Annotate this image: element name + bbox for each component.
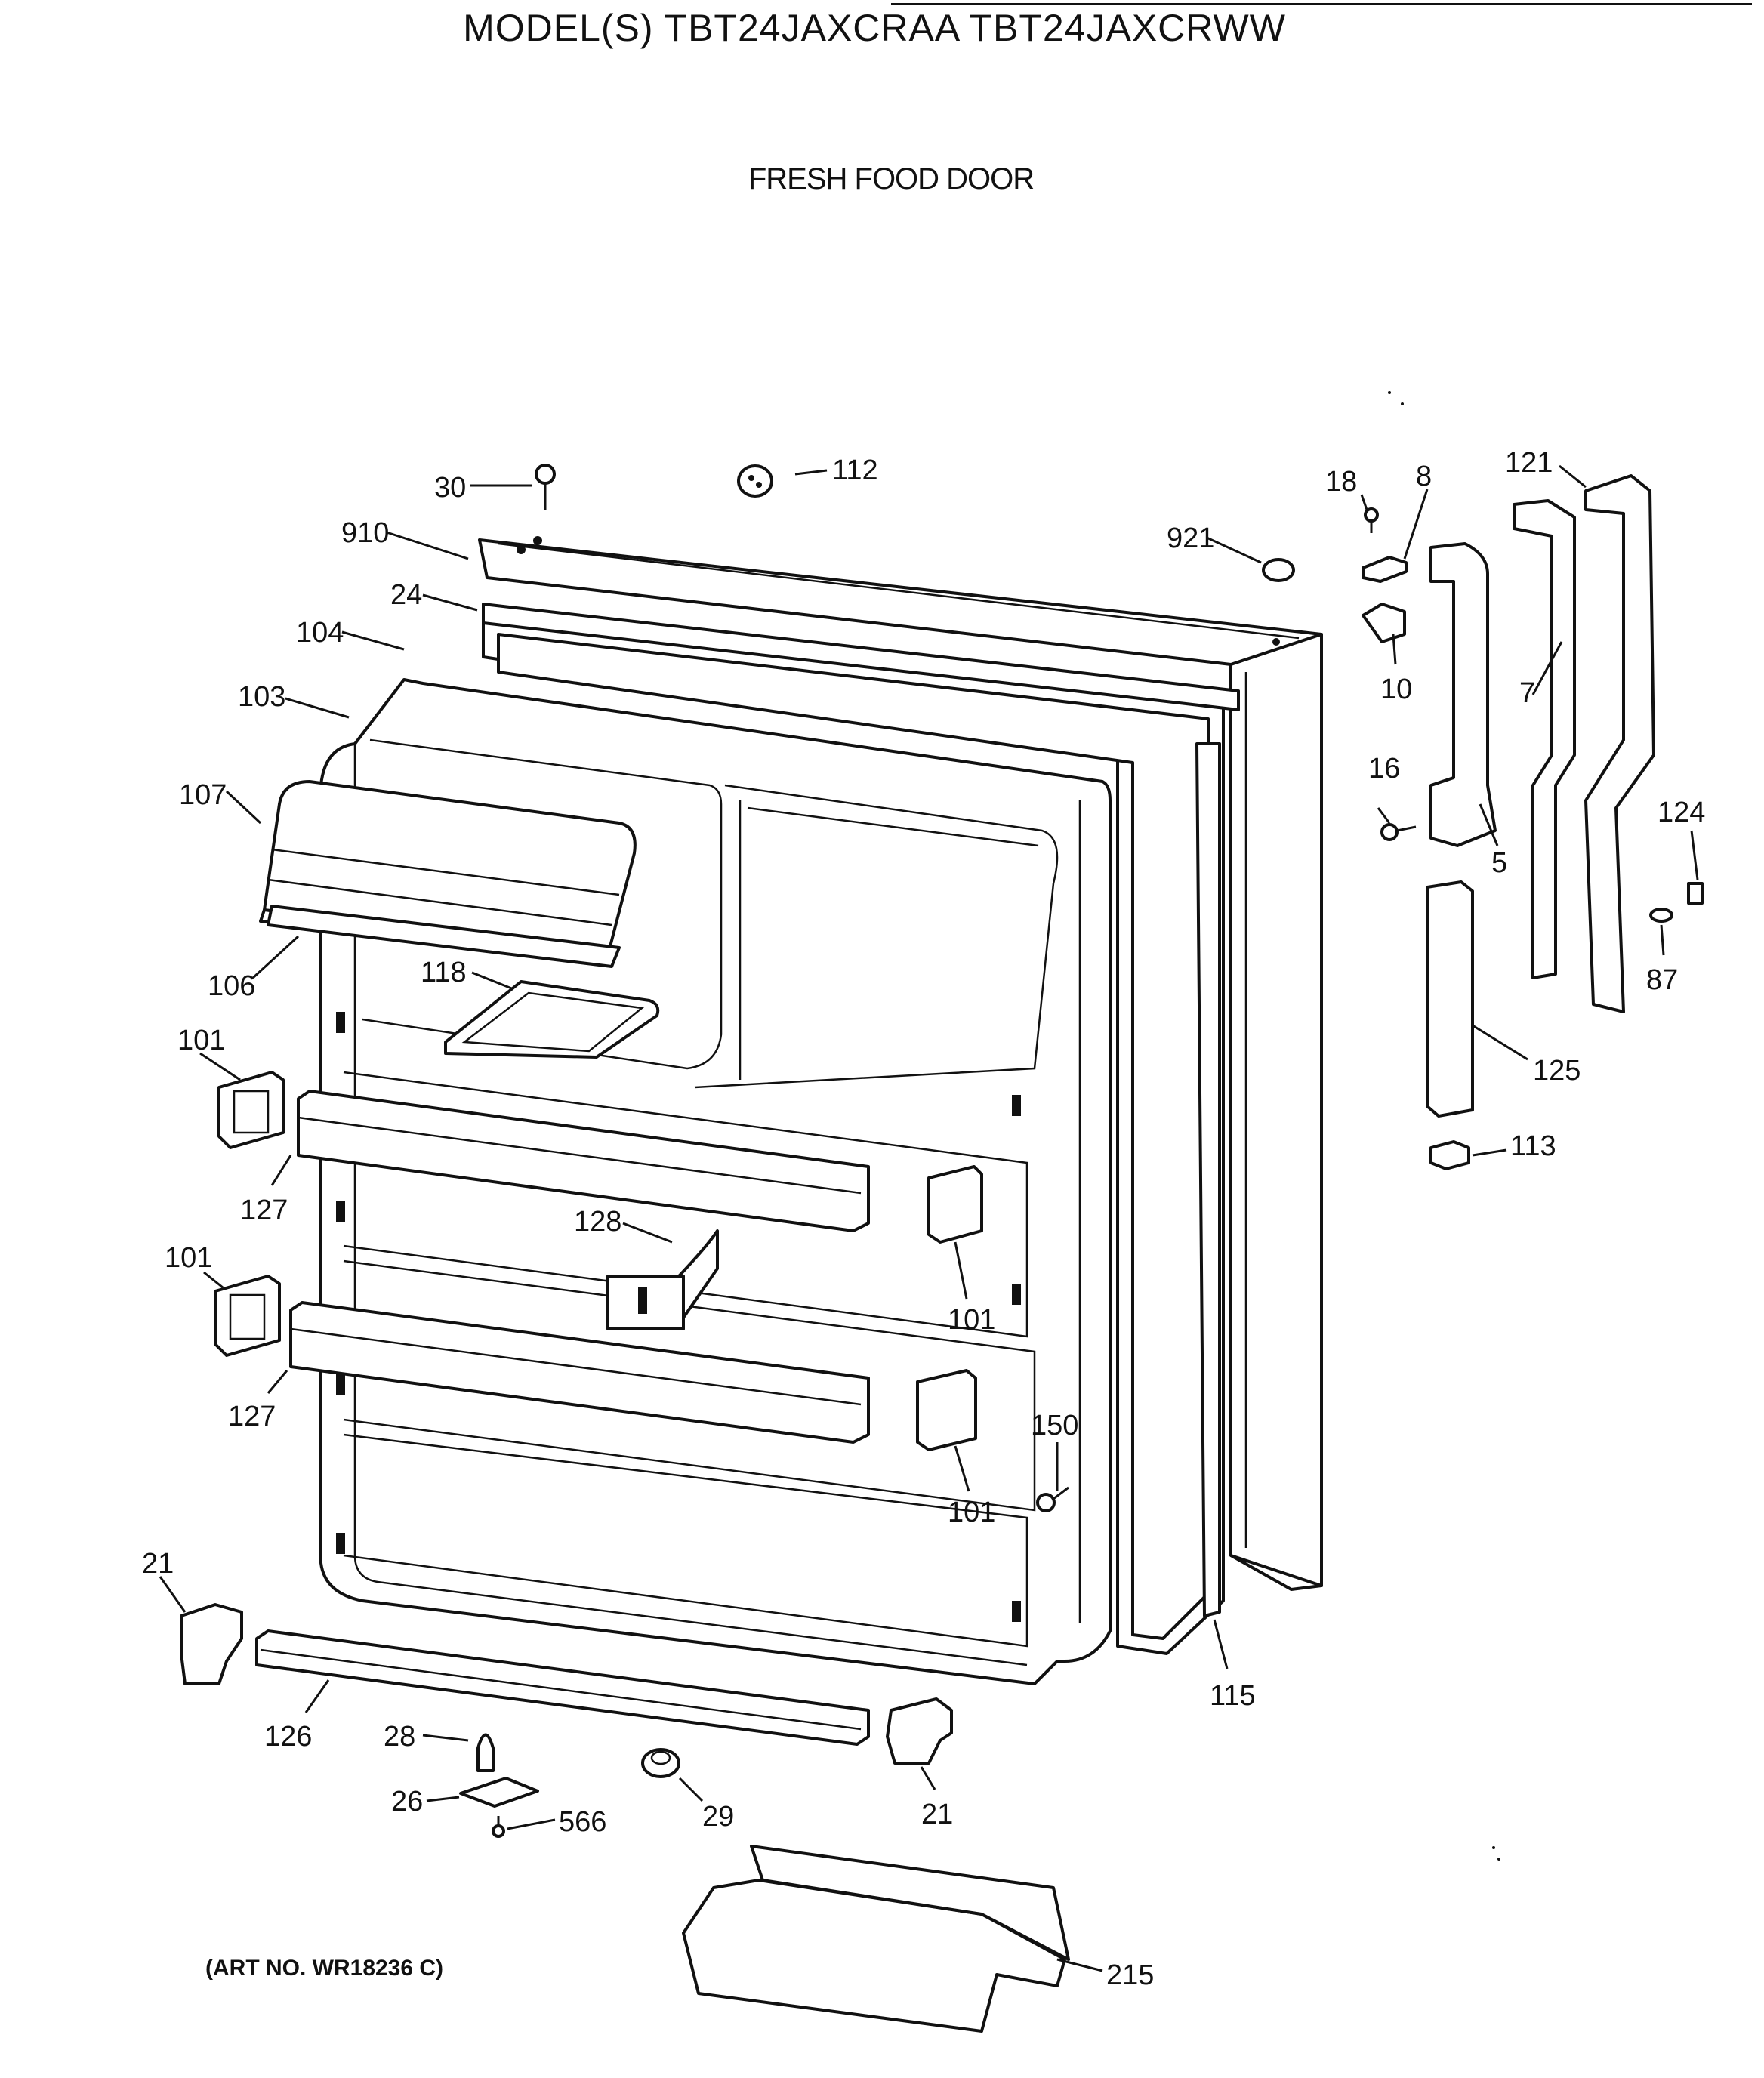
plug-921 <box>1262 558 1295 582</box>
dairy-frame-106 <box>267 905 621 968</box>
model-title: MODEL(S) TBT24JAXCRAA TBT24JAXCRWW <box>0 6 1764 50</box>
callout-101-right-lower: 101 <box>948 1497 995 1528</box>
hinge-plate-8 <box>1362 556 1408 583</box>
callout-127-lower: 127 <box>228 1401 276 1432</box>
callout-112: 112 <box>832 455 878 486</box>
callout-7: 7 <box>1519 677 1535 709</box>
cap-124 <box>1687 882 1704 905</box>
callout-150: 150 <box>1031 1410 1078 1441</box>
callout-16: 16 <box>1368 753 1400 785</box>
screw-18 <box>1364 507 1379 533</box>
egg-tray-118 <box>444 980 660 1059</box>
callout-101-left-upper: 101 <box>177 1025 225 1056</box>
callout-113: 113 <box>1510 1130 1556 1162</box>
spring-87 <box>1649 908 1673 923</box>
callout-18: 18 <box>1325 466 1357 498</box>
callout-labels: 30 112 18 8 121 910 921 24 104 10 103 7 … <box>142 447 1705 1991</box>
callout-30: 30 <box>434 472 466 504</box>
strip-115 <box>1195 742 1221 1617</box>
callout-8: 8 <box>1416 461 1432 492</box>
door-shelf-upper-127 <box>297 1090 870 1232</box>
handle-bracket-121 <box>1584 474 1655 1013</box>
bracket-128 <box>606 1229 719 1330</box>
shelf-retainer-101-right-lower <box>916 1369 977 1451</box>
callout-21-left: 21 <box>142 1548 174 1580</box>
clip-113 <box>1429 1140 1470 1170</box>
shelf-retainer-101-right-upper <box>927 1165 983 1244</box>
callout-28: 28 <box>384 1721 415 1753</box>
art-number: (ART NO. WR18236 C) <box>205 1956 444 1981</box>
outer-door-panel-910 <box>478 536 1323 1591</box>
callout-128: 128 <box>574 1206 621 1238</box>
callout-87: 87 <box>1646 964 1678 996</box>
plug-112 <box>737 464 773 498</box>
door-shelf-lower-127 <box>289 1301 870 1444</box>
callout-126: 126 <box>264 1721 312 1753</box>
callout-121: 121 <box>1505 447 1553 479</box>
callout-21-right: 21 <box>921 1799 953 1830</box>
callout-124: 124 <box>1658 797 1705 828</box>
gasket-strip-24 <box>482 603 1240 711</box>
header-rule <box>891 3 1752 5</box>
hinge-cap-21-right <box>886 1697 953 1765</box>
plug-29 <box>641 1748 680 1778</box>
screw-16 <box>1380 823 1417 841</box>
callout-5: 5 <box>1491 847 1507 879</box>
callout-101-right-upper: 101 <box>948 1304 995 1336</box>
callout-566: 566 <box>559 1806 606 1838</box>
leader-lines <box>159 464 1699 1972</box>
handle-5 <box>1429 542 1497 847</box>
callout-118: 118 <box>421 957 467 988</box>
shelf-retainer-101-left-lower <box>214 1275 281 1357</box>
callout-215: 215 <box>1106 1959 1154 1991</box>
bottom-trim-126 <box>255 1629 870 1746</box>
callout-127-upper: 127 <box>240 1195 288 1226</box>
model-title-text: MODEL(S) TBT24JAXCRAA TBT24JAXCRWW <box>463 7 1286 49</box>
callout-104: 104 <box>296 617 344 649</box>
screw-150 <box>1036 1486 1069 1512</box>
plate-26 <box>459 1777 539 1808</box>
screw-30 <box>535 464 556 510</box>
callout-26: 26 <box>391 1786 423 1817</box>
callout-106: 106 <box>208 970 255 1002</box>
callout-910: 910 <box>341 517 389 549</box>
callout-24: 24 <box>390 579 422 611</box>
tray-215 <box>682 1845 1070 2033</box>
screw-566 <box>492 1816 505 1838</box>
callout-921: 921 <box>1167 523 1214 554</box>
callout-107: 107 <box>179 779 227 811</box>
callout-101-left-lower: 101 <box>165 1242 212 1274</box>
plug-28 <box>476 1733 495 1772</box>
handle-bar-7 <box>1513 499 1576 979</box>
callout-103: 103 <box>238 681 285 713</box>
callout-115: 115 <box>1210 1680 1256 1712</box>
section-subtitle: FRESH FOOD DOOR <box>748 162 1035 196</box>
callout-29: 29 <box>702 1801 734 1833</box>
hinge-cap-21-left <box>180 1603 243 1685</box>
callout-10: 10 <box>1380 674 1412 705</box>
channel-125 <box>1426 880 1474 1118</box>
callout-125: 125 <box>1533 1055 1581 1087</box>
shelf-retainer-101-left-upper <box>217 1071 285 1149</box>
hinge-cover-10 <box>1362 603 1406 643</box>
